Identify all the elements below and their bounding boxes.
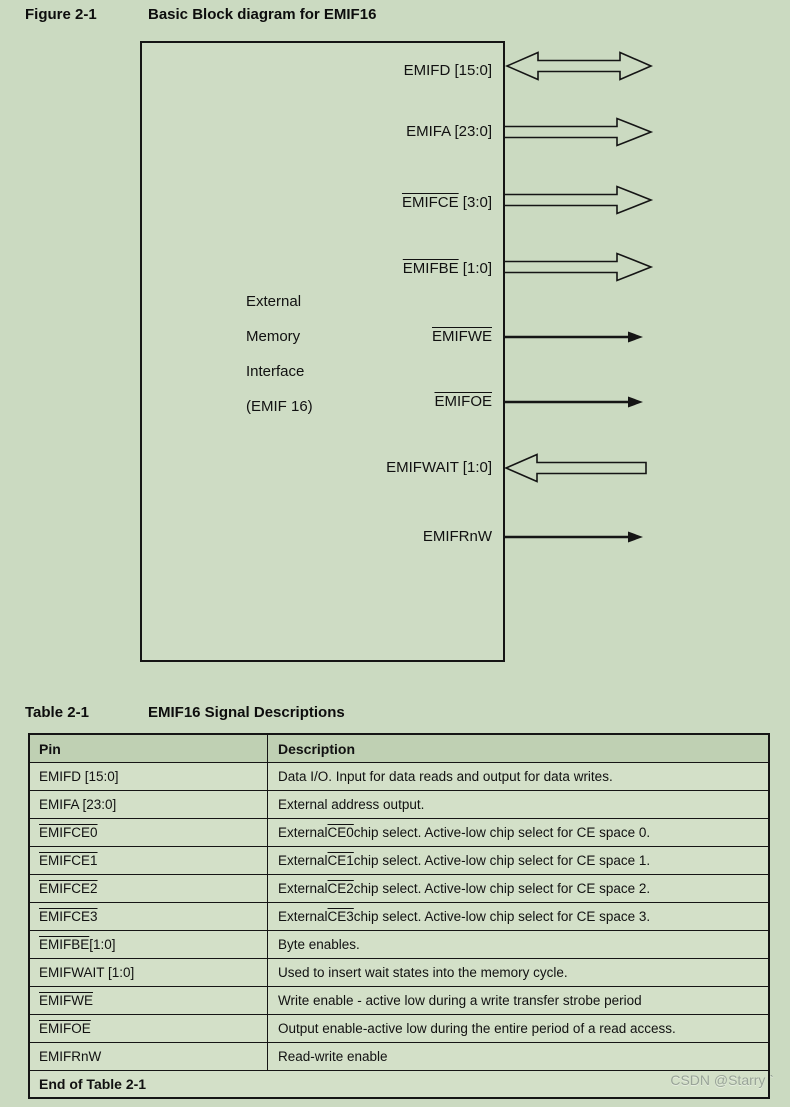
watermark: CSDN @Starry ˋ xyxy=(670,1072,774,1088)
output-arrow-icon xyxy=(504,117,654,147)
description-cell: Read-write enable xyxy=(267,1043,768,1070)
description-cell: Write enable - active low during a write… xyxy=(267,987,768,1014)
signal-label-emifrnw: EMIFRnW xyxy=(422,528,492,545)
emif16-block xyxy=(140,41,505,662)
signal-label-emifbe: EMIFBE [1:0] xyxy=(402,260,492,277)
output-arrow-icon xyxy=(504,185,654,215)
signal-label-emifwe: EMIFWE xyxy=(432,328,492,345)
pin-cell: EMIFRnW xyxy=(39,1049,102,1064)
table-caption: EMIF16 Signal Descriptions xyxy=(148,704,345,721)
pin-column-header: Pin xyxy=(39,740,61,757)
signal-label-emifa: EMIFA [23:0] xyxy=(406,123,492,140)
description-cell: Data I/O. Input for data reads and outpu… xyxy=(267,763,768,790)
table-row: EMIFD [15:0] Data I/O. Input for data re… xyxy=(30,763,768,791)
description-cell: Byte enables. xyxy=(267,931,768,958)
pin-cell: EMIFCE0 xyxy=(39,825,98,840)
block-label-line: Interface xyxy=(246,363,305,380)
output-arrow-icon xyxy=(504,252,654,282)
signal-label-emifoe: EMIFOE xyxy=(434,393,492,410)
description-cell: External CE3 chip select. Active-low chi… xyxy=(267,903,768,930)
pin-cell: EMIFD [15:0] xyxy=(39,769,119,784)
input-arrow-icon xyxy=(504,453,647,483)
bidirectional-arrow-icon xyxy=(504,51,654,81)
pin-cell: EMIFA [23:0] xyxy=(39,797,117,812)
figure-caption: Basic Block diagram for EMIF16 xyxy=(148,6,377,23)
table-row: EMIFRnW Read-write enable xyxy=(30,1043,768,1071)
table-title: Table 2-1 EMIF16 Signal Descriptions xyxy=(25,704,345,721)
table-row: EMIFCE0 External CE0 chip select. Active… xyxy=(30,819,768,847)
description-cell: External CE0 chip select. Active-low chi… xyxy=(267,819,768,846)
signal-arrow-icon xyxy=(504,531,643,543)
signal-label-emifce: EMIFCE [3:0] xyxy=(401,194,492,211)
block-label-line: Memory xyxy=(246,328,301,345)
table-row: EMIFWAIT [1:0] Used to insert wait state… xyxy=(30,959,768,987)
table-row: EMIFCE2 External CE2 chip select. Active… xyxy=(30,875,768,903)
block-label: External Memory Interface (EMIF 16) xyxy=(246,293,313,433)
pin-cell: EMIFOE xyxy=(39,1021,91,1036)
pin-cell: EMIFWE xyxy=(39,993,93,1008)
table-row: EMIFOE Output enable-active low during t… xyxy=(30,1015,768,1043)
pin-cell: EMIFCE1 xyxy=(39,853,98,868)
signal-arrow-icon xyxy=(504,396,643,408)
description-cell: Used to insert wait states into the memo… xyxy=(267,959,768,986)
pin-cell: EMIFWAIT [1:0] xyxy=(39,965,135,980)
signal-table: Pin Description EMIFD [15:0] Data I/O. I… xyxy=(28,733,770,1099)
description-cell: External address output. xyxy=(267,791,768,818)
description-cell: Output enable-active low during the enti… xyxy=(267,1015,768,1042)
pin-cell: EMIFCE2 xyxy=(39,881,98,896)
figure-number: Figure 2-1 xyxy=(25,6,97,23)
table-row: EMIFWE Write enable - active low during … xyxy=(30,987,768,1015)
block-label-line: External xyxy=(246,293,302,310)
table-number: Table 2-1 xyxy=(25,704,89,721)
table-row: EMIFBE[1:0] Byte enables. xyxy=(30,931,768,959)
table-header-row: Pin Description xyxy=(30,735,768,763)
table-row: EMIFCE3 External CE3 chip select. Active… xyxy=(30,903,768,931)
table-footer: End of Table 2-1 xyxy=(30,1071,768,1097)
signal-label-emifwait: EMIFWAIT [1:0] xyxy=(386,459,492,476)
table-row: EMIFCE1 External CE1 chip select. Active… xyxy=(30,847,768,875)
signal-label-emifd: EMIFD [15:0] xyxy=(403,62,492,79)
block-label-line: (EMIF 16) xyxy=(246,398,313,415)
signal-arrow-icon xyxy=(504,331,643,343)
pin-cell: EMIFCE3 xyxy=(39,909,98,924)
table-row: EMIFA [23:0] External address output. xyxy=(30,791,768,819)
description-cell: External CE1 chip select. Active-low chi… xyxy=(267,847,768,874)
pin-cell: EMIFBE[1:0] xyxy=(39,937,116,952)
figure-title: Figure 2-1 Basic Block diagram for EMIF16 xyxy=(25,6,376,23)
description-cell: External CE2 chip select. Active-low chi… xyxy=(267,875,768,902)
description-column-header: Description xyxy=(267,735,768,762)
